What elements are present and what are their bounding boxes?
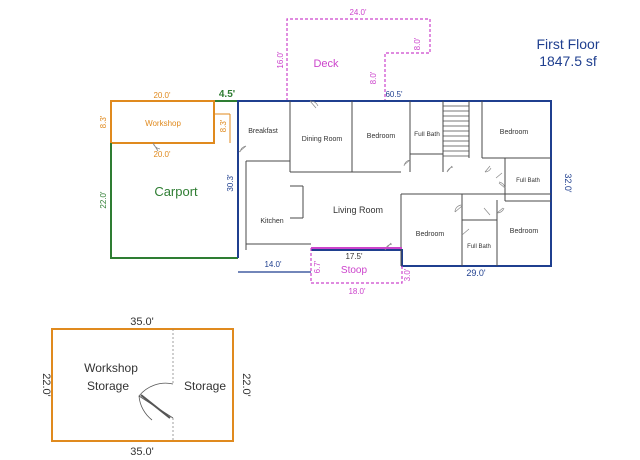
carport-label: Carport [154,184,198,199]
storage-label-left-2: Storage [87,379,129,393]
deck-dim-top: 24.0' [349,8,367,17]
storage-dim-left: 22.0' [40,373,52,397]
stoop-dim-bottom: 18.0' [348,287,366,296]
stoop-dim-top: 17.5' [345,252,363,261]
carport-dim-left: 22.0' [99,191,108,209]
kitchen-dim: 30.3' [226,174,235,192]
room-full-bath-2: Full Bath [516,178,540,184]
storage-dim-bottom: 35.0' [130,446,154,458]
carport-outline [110,143,238,259]
room-full-bath-1: Full Bath [414,131,440,138]
deck-dim-right: 8.0' [413,37,422,50]
room-full-bath-3: Full Bath [467,244,491,250]
deck-label: Deck [313,58,339,70]
green-dim: 4.5' [219,89,235,100]
house-dim-top: 60.5' [385,90,403,99]
storage-door-icon [138,382,174,421]
house-dim-right: 32.0' [563,173,573,193]
storage-label-right: Storage [184,379,226,393]
house-dim-bottom: 29.0' [466,268,486,278]
deck-dim-step: 8.0' [369,71,378,84]
room-bedroom-2: Bedroom [500,129,529,136]
workshop-dim-right: 8.3' [219,119,228,132]
storage-dim-top: 35.0' [130,316,154,328]
stoop-label: Stoop [341,265,368,276]
interior-walls [245,101,551,266]
floor-title: First Floor [537,36,600,52]
house-exterior [237,100,552,267]
room-living: Living Room [333,205,383,215]
stoop-dim-left: 6.7' [313,260,322,273]
room-breakfast: Breakfast [248,128,278,135]
stoop-outline [310,248,403,284]
stoop-dim-right: 3.0' [403,268,412,281]
workshop-outline [110,100,215,144]
deck-dim-left: 16.0' [276,51,285,69]
workshop-label: Workshop [145,119,181,128]
room-dining: Dining Room [302,136,343,143]
workshop-dim-left: 8.3' [99,115,108,128]
room-bedroom-4: Bedroom [510,228,539,235]
workshop-dim-top: 20.0' [153,91,171,100]
workshop-dim-bottom: 20.0' [153,150,171,159]
workshop-door-icon [152,142,161,152]
room-bedroom-1: Bedroom [367,133,396,140]
house-dim-bottom-left: 14.0' [264,260,282,269]
deck-outline [286,18,431,101]
storage-dim-right: 22.0' [240,373,252,397]
room-bedroom-3: Bedroom [416,231,445,238]
door-swings [238,100,506,251]
floor-area: 1847.5 sf [539,53,597,69]
room-kitchen: Kitchen [260,218,283,225]
storage-building-outline [51,328,234,442]
stairs [443,105,469,157]
storage-label-left-1: Workshop [84,361,138,375]
